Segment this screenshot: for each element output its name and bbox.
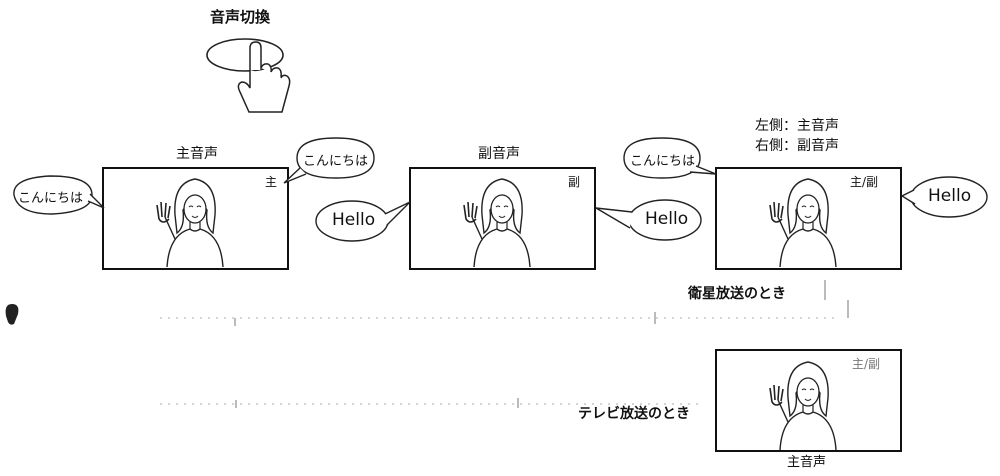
bubble-hello-2 — [595, 199, 702, 241]
faint-dotted-lines — [160, 317, 840, 405]
pointing-hand-icon — [237, 41, 291, 113]
bubble-konnichiwa-3 — [623, 137, 717, 179]
bubble-konnichiwa-1 — [13, 175, 105, 215]
panel-1-title: 主音声 — [176, 146, 218, 162]
tv-caption: テレビ放送のとき — [578, 406, 690, 422]
tv-panel-caption: 主音声 — [787, 455, 827, 470]
bubble-hello-1-text: Hello — [332, 210, 376, 230]
button-label: 音声切換 — [210, 8, 271, 26]
bubble-hello-2-text: Hello — [645, 209, 689, 229]
panel-3-badge: 主/副 — [850, 175, 879, 189]
bubble-konnichiwa-2 — [283, 137, 375, 184]
satellite-caption: 衛星放送のとき — [688, 286, 786, 302]
panel-2-title: 副音声 — [478, 146, 520, 162]
bubble-hello-3 — [900, 176, 988, 218]
panel-2-badge: 副 — [568, 175, 581, 189]
panel-1-badge: 主 — [265, 175, 278, 189]
bubble-konnichiwa-1-text: こんにちは — [18, 191, 84, 206]
audio-switch-button[interactable] — [206, 38, 284, 72]
bubble-hello-1 — [315, 200, 411, 242]
bubble-hello-3-text: Hello — [928, 186, 972, 206]
bubble-konnichiwa-2-text: こんにちは — [303, 154, 369, 169]
note-icon — [5, 304, 19, 325]
panel-3-title-line1: 左側：主音声 — [755, 118, 839, 134]
bubble-konnichiwa-3-text: こんにちは — [630, 154, 696, 169]
panel-3-title-line2: 右側：副音声 — [755, 138, 839, 154]
scribble-marks — [234, 280, 849, 408]
panel-4-badge: 主/副 — [852, 357, 881, 371]
